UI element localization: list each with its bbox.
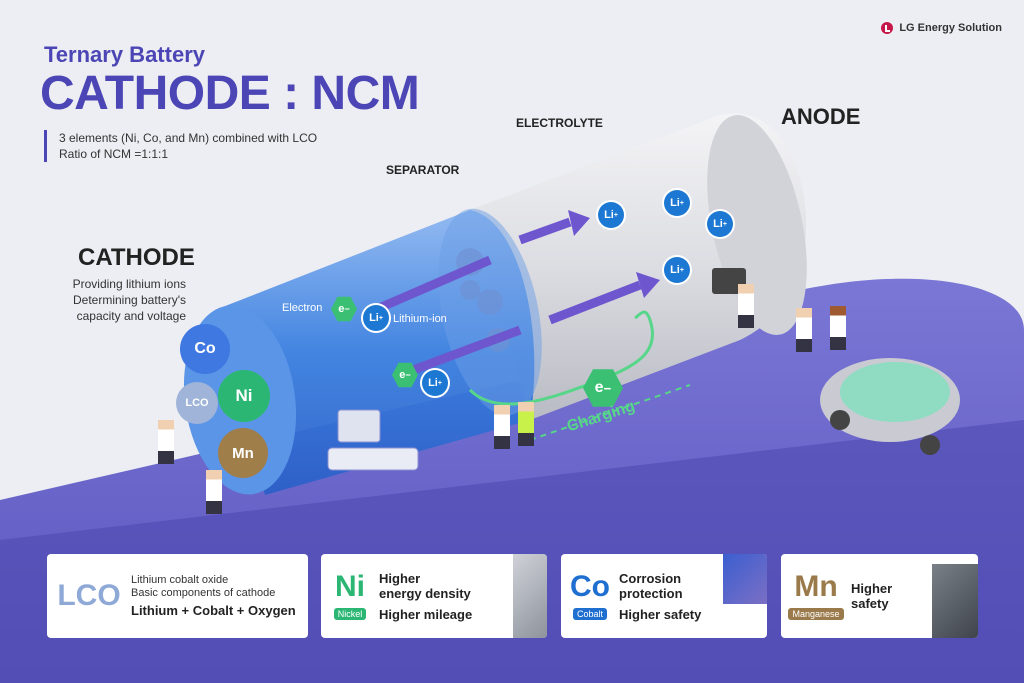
lco-sphere: LCO [176, 382, 218, 424]
co-tag: Cobalt [572, 608, 607, 620]
desc-line-1: 3 elements (Ni, Co, and Mn) combined wit… [59, 131, 318, 145]
co-line-3: Higher safety [619, 606, 702, 622]
lithium-ion-icon: Li+ [598, 202, 624, 228]
mn-line-1: Higher [851, 581, 893, 596]
lco-symbol: LCO [57, 579, 121, 612]
page-subtitle: Ternary Battery [44, 42, 205, 67]
lithium-ion-icon: Li+ [707, 211, 733, 237]
cathode-desc-2: Determining battery's [72, 293, 186, 307]
lg-logo-icon [881, 22, 894, 34]
scientist-figure [158, 420, 174, 464]
page-title: CATHODE : NCM [40, 67, 420, 120]
brand-logo: LG Energy Solution [881, 22, 1002, 34]
cathode-desc-1: Providing lithium ions [72, 277, 186, 291]
cobalt-card: Co Cobalt Corrosion protection Higher sa… [561, 554, 767, 638]
mn-symbol: Mn [794, 570, 838, 603]
cathode-description: Providing lithium ions Determining batte… [66, 276, 186, 324]
electron-label: Electron [282, 302, 323, 314]
mn-line-2: safety [851, 596, 889, 611]
ni-symbol: Ni [335, 570, 365, 603]
ni-line-2: energy density [379, 585, 471, 601]
ni-line-1: Higher [379, 570, 421, 586]
lithium-ion-icon: Li+ [664, 257, 690, 283]
cathode-desc-3: capacity and voltage [76, 309, 186, 323]
brand-name: LG Energy Solution [899, 22, 1002, 34]
ni-tag: Nickel [333, 608, 367, 620]
lithium-ion-label: Lithium-ion [393, 313, 447, 325]
engineer-figure [518, 402, 534, 446]
co-line-1: Corrosion [619, 570, 682, 586]
nickel-card: Ni Nickel Higher energy density Higher m… [321, 554, 547, 638]
lco-line-2: Basic components of cathode [131, 587, 276, 599]
anode-label: ANODE [781, 104, 861, 129]
lithium-ion-icon: Li+ [664, 190, 690, 216]
co-line-2: protection [619, 585, 683, 601]
scientist-figure [830, 306, 846, 350]
electron-icon: e− [392, 362, 418, 388]
manganese-card: Mn Manganese Higher safety [781, 554, 978, 638]
scientist-figure [738, 284, 754, 328]
manganese-ore-image [932, 564, 978, 638]
header-description: 3 elements (Ni, Co, and Mn) combined wit… [44, 130, 317, 162]
nickel-sphere: Ni [218, 370, 270, 422]
scientist-figure [206, 470, 222, 514]
lco-card: LCO Lithium cobalt oxide Basic component… [47, 554, 308, 638]
co-symbol: Co [570, 570, 610, 603]
manganese-sphere: Mn [218, 428, 268, 478]
lithium-ion-icon: Li+ [363, 305, 389, 331]
lithium-ion-icon: Li+ [422, 370, 448, 396]
ni-line-3: Higher mileage [379, 606, 473, 622]
cobalt-sphere: Co [180, 324, 230, 374]
mn-tag: Manganese [788, 608, 844, 620]
lco-line-1: Lithium cobalt oxide [131, 574, 229, 586]
electron-icon: e− [331, 296, 357, 322]
lco-line-3: Lithium + Cobalt + Oxygen [131, 603, 296, 618]
desc-line-2: Ratio of NCM =1:1:1 [59, 147, 169, 161]
charging-electron-icon: e− [583, 369, 623, 407]
scientist-figure [796, 308, 812, 352]
nickel-ore-image [513, 554, 547, 638]
cobalt-ore-image [723, 554, 767, 604]
engineer-figure [494, 405, 510, 449]
separator-label: SEPARATOR [386, 163, 460, 177]
electrolyte-label: ELECTROLYTE [516, 116, 603, 130]
cathode-label: CATHODE [78, 244, 195, 271]
